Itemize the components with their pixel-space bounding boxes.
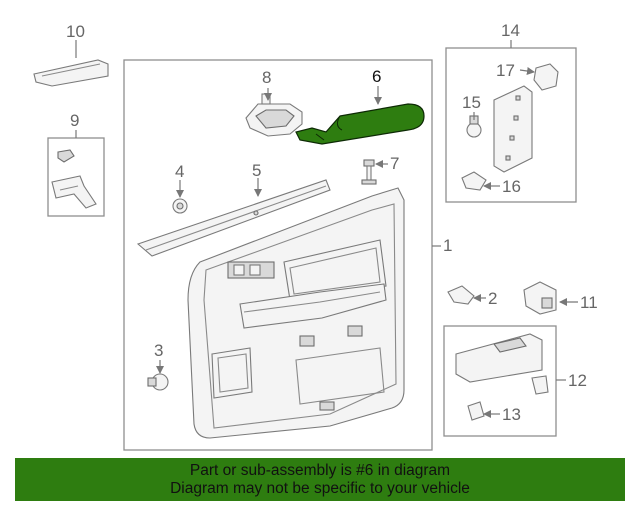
leader-17 (519, 67, 535, 75)
callout-14: 14 (501, 21, 520, 40)
callout-10: 10 (66, 22, 85, 41)
part-13-clip[interactable] (467, 401, 485, 421)
info-banner: Part or sub-assembly is #6 in diagram Di… (15, 458, 625, 501)
part-5-weatherstrip[interactable] (136, 179, 331, 257)
part-4-clip[interactable] (172, 198, 188, 214)
part-10-garnish[interactable] (33, 59, 109, 87)
callout-12: 12 (568, 371, 587, 390)
part-1-door-trim-panel[interactable] (187, 187, 405, 439)
callout-5: 5 (252, 161, 261, 180)
callout-11: 11 (580, 293, 598, 312)
callout-3: 3 (154, 341, 163, 360)
parts-diagram: 10 9 1 8 6 7 4 (33, 21, 598, 451)
callout-8: 8 (262, 68, 271, 87)
part-9-clips[interactable] (51, 149, 97, 209)
part-8-bezel[interactable] (245, 93, 303, 137)
callout-7: 7 (390, 154, 399, 173)
callout-1: 1 (443, 236, 452, 255)
part-12-cover[interactable] (455, 333, 549, 395)
door-panel-frame (123, 59, 433, 451)
part-11-retainer[interactable] (523, 281, 557, 315)
part-14-inner-panel[interactable] (493, 85, 533, 173)
part-2-clip[interactable] (447, 285, 475, 305)
callout-6: 6 (372, 67, 381, 86)
callout-16: 16 (502, 177, 521, 196)
part-17-clip[interactable] (533, 63, 559, 91)
callout-9: 9 (70, 111, 79, 130)
part-16-clip[interactable] (461, 171, 487, 191)
callout-13: 13 (502, 405, 521, 424)
callout-4: 4 (175, 162, 184, 181)
callout-2: 2 (488, 289, 497, 308)
part-12-frame (443, 325, 557, 437)
callout-17: 17 (496, 61, 515, 80)
part-6-armrest[interactable] (295, 103, 425, 145)
banner-line-1: Part or sub-assembly is #6 in diagram (189, 462, 451, 479)
part-3-clip[interactable] (147, 373, 169, 391)
callout-15: 15 (462, 93, 481, 112)
banner-line-2: Diagram may not be specific to your vehi… (170, 480, 470, 497)
part-7-screw[interactable] (361, 159, 377, 185)
